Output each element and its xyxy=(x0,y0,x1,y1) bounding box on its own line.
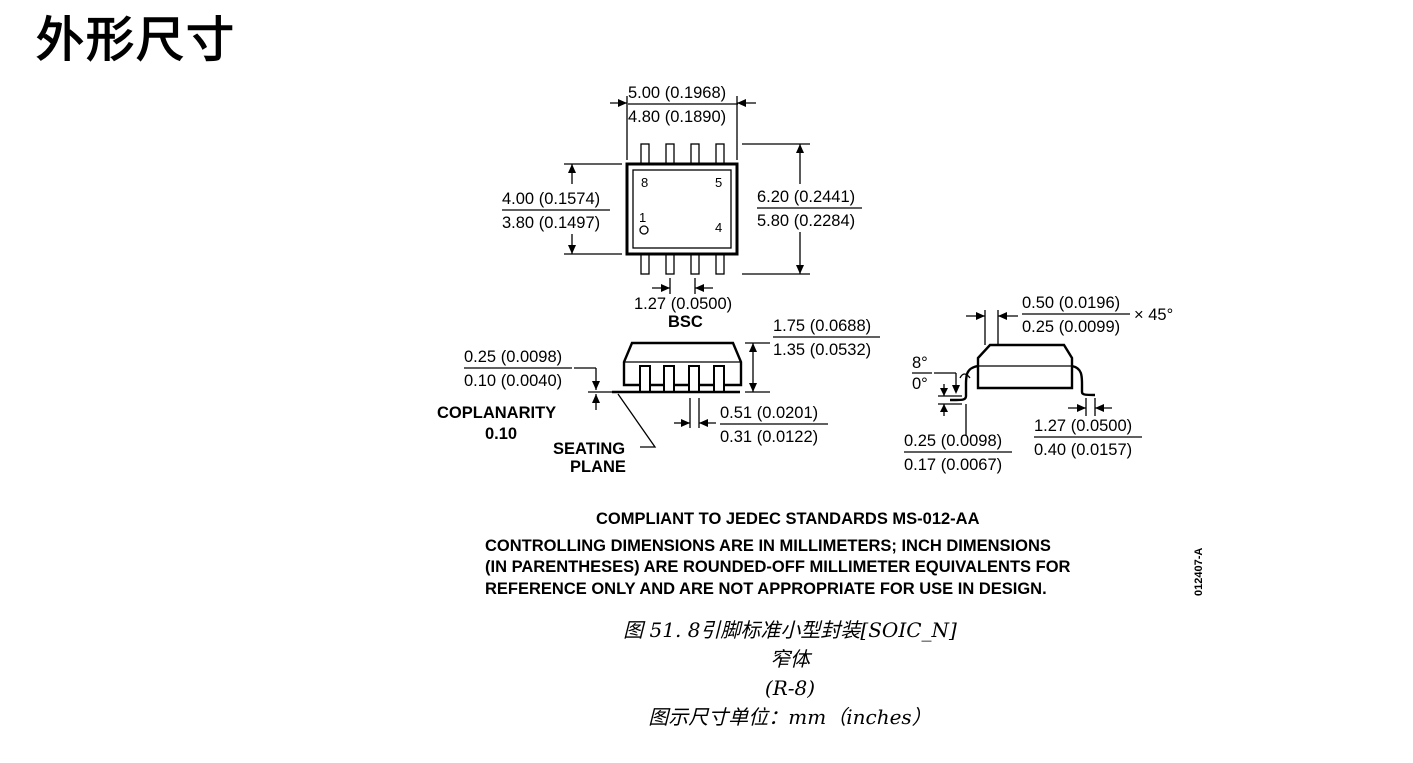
pin-label-1: 1 xyxy=(639,210,646,225)
arrow-icon xyxy=(940,388,948,396)
lead-thickness-min-label: 0.17 (0.0067) xyxy=(904,456,1002,474)
body-height-max-label: 4.00 (0.1574) xyxy=(502,190,600,208)
arrow-icon xyxy=(1077,404,1086,412)
arrow-icon xyxy=(998,312,1007,320)
lead-width-max-label: 0.51 (0.0201) xyxy=(720,404,818,422)
compliance-note: COMPLIANT TO JEDEC STANDARDS MS-012-AA xyxy=(596,510,980,528)
standoff-min-label: 0.10 (0.0040) xyxy=(464,372,562,390)
pin-pitch-bsc-label: BSC xyxy=(668,313,703,331)
pin-bottom-2 xyxy=(665,253,675,275)
body-height-min-label: 3.80 (0.1497) xyxy=(502,214,600,232)
pin1-marker-icon xyxy=(639,225,649,235)
pin-bottom-4 xyxy=(715,253,725,275)
chamfer-max-label: 0.50 (0.0196) xyxy=(1022,294,1120,312)
arrow-icon xyxy=(796,265,804,274)
pin-top-6 xyxy=(690,143,700,165)
right-gull-wing-lead xyxy=(1071,364,1096,397)
arrow-icon xyxy=(796,144,804,153)
arrow-icon xyxy=(749,343,757,352)
dimension-note-line-1: CONTROLLING DIMENSIONS ARE IN MILLIMETER… xyxy=(485,537,1051,555)
pin-top-8 xyxy=(640,143,650,165)
arrow-icon xyxy=(749,383,757,392)
drawing-notes: COMPLIANT TO JEDEC STANDARDS MS-012-AA C… xyxy=(485,510,1205,598)
dimension-note-line-2: (IN PARENTHESES) ARE ROUNDED-OFF MILLIME… xyxy=(485,558,1071,576)
foot-length-max-label: 1.27 (0.0500) xyxy=(1034,417,1132,435)
standoff-max-label: 0.25 (0.0098) xyxy=(464,348,562,366)
side-lead xyxy=(663,365,675,393)
drawing-code: 012407-A xyxy=(1193,548,1205,596)
left-gull-wing-lead xyxy=(950,364,979,402)
total-height-min-label: 5.80 (0.2284) xyxy=(757,212,855,230)
pin-label-8: 8 xyxy=(641,175,648,190)
side-lead xyxy=(688,365,700,393)
top-width-min-label: 4.80 (0.1890) xyxy=(628,108,726,126)
arrow-icon xyxy=(661,284,670,292)
arrow-icon xyxy=(952,385,960,394)
figure-caption: 图 51. 8引脚标准小型封装[SOIC_N] 窄体 (R-8) 图示尺寸单位：… xyxy=(520,616,1060,732)
side-height-min-label: 1.35 (0.0532) xyxy=(773,341,871,359)
top-view: 5.00 (0.1968) 4.80 (0.1890) 8 5 1 4 xyxy=(502,84,862,331)
arrow-icon xyxy=(737,99,746,107)
angle-min-label: 0° xyxy=(912,375,928,393)
pin-bottom-1 xyxy=(640,253,650,275)
chamfer-angle-label: × 45° xyxy=(1134,306,1173,324)
angle-max-label: 8° xyxy=(912,354,928,372)
package-body-inner xyxy=(632,169,732,249)
total-height-max-label: 6.20 (0.2441) xyxy=(757,188,855,206)
arrow-icon xyxy=(976,312,985,320)
arrow-icon xyxy=(568,245,576,254)
chamfer-min-label: 0.25 (0.0099) xyxy=(1022,318,1120,336)
pin-top-5 xyxy=(715,143,725,165)
top-width-max-label: 5.00 (0.1968) xyxy=(628,84,726,102)
arrow-icon xyxy=(681,419,690,427)
arrow-icon xyxy=(618,99,627,107)
side-view: 1.75 (0.0688) 1.35 (0.0532) 0.25 (0.0098… xyxy=(437,317,880,476)
seating-plane-leader xyxy=(617,393,657,448)
side-lead xyxy=(639,365,651,393)
caption-line-2: 窄体 xyxy=(770,647,810,671)
seating-plane-label-2: PLANE xyxy=(570,458,626,476)
caption-line-1: 图 51. 8引脚标准小型封装[SOIC_N] xyxy=(623,618,957,642)
end-view: 0.50 (0.0196) 0.25 (0.0099) × 45° 8° 0° … xyxy=(904,294,1173,474)
arrow-icon xyxy=(940,404,948,412)
pin-label-4: 4 xyxy=(715,220,722,235)
coplanarity-value: 0.10 xyxy=(485,425,517,443)
arrow-icon xyxy=(592,381,600,390)
lead-thickness-max-label: 0.25 (0.0098) xyxy=(904,432,1002,450)
caption-line-3: (R-8) xyxy=(764,676,816,700)
pin-bottom-3 xyxy=(690,253,700,275)
dimension-note-line-3: REFERENCE ONLY AND ARE NOT APPROPRIATE F… xyxy=(485,580,1047,598)
arrow-icon xyxy=(695,284,704,292)
arrow-icon xyxy=(568,164,576,173)
package-body xyxy=(625,162,739,256)
caption-line-4: 图示尺寸单位：mm（inches） xyxy=(648,705,932,729)
side-lead xyxy=(713,365,725,393)
coplanarity-label: COPLANARITY xyxy=(437,404,556,422)
side-height-max-label: 1.75 (0.0688) xyxy=(773,317,871,335)
arrow-icon xyxy=(699,419,708,427)
angle-arc xyxy=(959,373,971,379)
arrow-icon xyxy=(1095,404,1104,412)
lead-width-min-label: 0.31 (0.0122) xyxy=(720,428,818,446)
pin-label-5: 5 xyxy=(715,175,722,190)
arrow-icon xyxy=(592,394,600,403)
page-title: 外形尺寸 xyxy=(36,12,237,68)
pin-top-7 xyxy=(665,143,675,165)
pin-pitch-label: 1.27 (0.0500) xyxy=(634,295,732,313)
seating-plane-label-1: SEATING xyxy=(553,440,625,458)
foot-length-min-label: 0.40 (0.0157) xyxy=(1034,441,1132,459)
